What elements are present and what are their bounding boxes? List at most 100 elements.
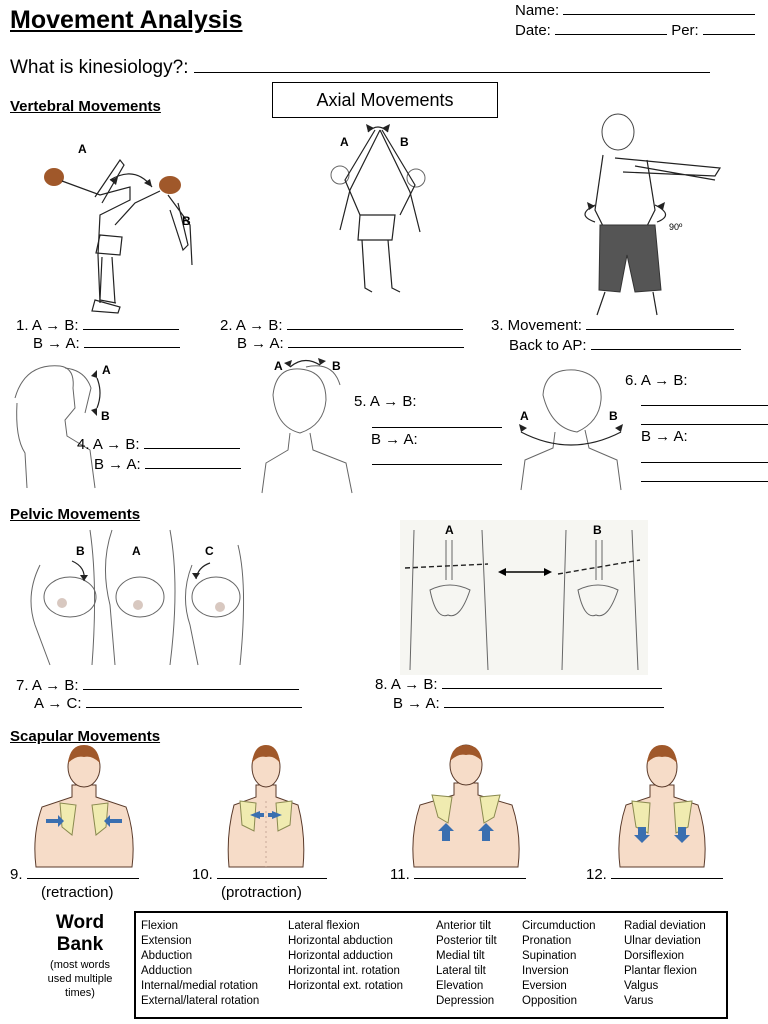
per-label: Per: (671, 22, 699, 39)
name-label: Name: (515, 2, 560, 19)
word-bank-term: Internal/medial rotation (141, 980, 258, 992)
label-90-degrees: 90º (669, 222, 683, 232)
question-5b: B → A: (371, 430, 418, 449)
q8a-answer-line[interactable] (441, 674, 662, 689)
q5b-label: B → A: (371, 431, 418, 448)
question-7b: A → C: (34, 693, 302, 713)
figure-neck-lateral-flexion: A B (261, 358, 353, 494)
q10-answer-line[interactable] (217, 864, 328, 879)
question-3b: Back to AP: (509, 335, 741, 355)
q8a-label: 8. A → B: (375, 676, 438, 693)
name-input-line[interactable] (563, 0, 756, 15)
word-bank-box: Flexion Extension Abduction Adduction In… (134, 911, 728, 1019)
q9-answer-line[interactable] (26, 864, 139, 879)
q4a-answer-line[interactable] (143, 434, 240, 449)
figure-pelvic-tilt: B A C (30, 529, 245, 666)
word-bank-term: Posterior tilt (436, 935, 497, 947)
word-bank-term: Medial tilt (436, 950, 485, 962)
word-bank-term: Supination (522, 950, 577, 962)
q7a-answer-line[interactable] (82, 675, 299, 690)
q10-label: 10. (192, 866, 213, 883)
figure-lateral-flexion: A B (330, 124, 426, 293)
word-bank-term: Lateral tilt (436, 965, 486, 977)
q1a-answer-line[interactable] (82, 315, 179, 330)
word-bank-term: Abduction (141, 950, 193, 962)
q7a-label: 7. A → B: (16, 677, 79, 694)
word-bank-heading: Word Bank (most words used multiple time… (38, 912, 122, 1000)
word-bank-term: Anterior tilt (436, 920, 491, 932)
q12-answer-line[interactable] (611, 864, 724, 879)
q8b-answer-line[interactable] (443, 693, 664, 708)
q5a-label: 5. A → B: (354, 393, 417, 410)
word-bank-term: Horizontal ext. rotation (288, 980, 404, 992)
word-bank-term: Depression (436, 995, 495, 1007)
figure-scapular-elevation (412, 744, 520, 868)
word-bank-term: Lateral flexion (288, 920, 360, 932)
per-input-line[interactable] (702, 20, 755, 35)
word-bank-subtitle: (most words used multiple times) (47, 959, 113, 999)
q2b-answer-line[interactable] (287, 333, 464, 348)
word-bank-term: Horizontal adduction (288, 950, 393, 962)
word-bank-term: Varus (624, 995, 654, 1007)
q11-answer-line[interactable] (413, 864, 526, 879)
word-bank-column-2: Lateral flexion Horizontal abduction Hor… (288, 919, 403, 994)
question-9: 9. (10, 864, 139, 884)
question-7a: 7. A → B: (16, 675, 299, 695)
question-2a: 2. A → B: (220, 315, 463, 335)
q6b-answer-line-2[interactable] (641, 481, 768, 482)
word-bank-term: Flexion (141, 920, 179, 932)
word-bank-term: Extension (141, 935, 192, 947)
section-scapular: Scapular Movements (10, 728, 161, 745)
word-bank-term: Eversion (522, 980, 567, 992)
q11-label: 11. (390, 866, 410, 883)
word-bank-term: Opposition (522, 995, 577, 1007)
name-field: Name: (515, 0, 756, 19)
label-b: B (609, 409, 618, 423)
q6a-answer-line-2[interactable] (641, 424, 768, 425)
q5b-answer-line[interactable] (372, 464, 502, 465)
word-bank-term: Pronation (522, 935, 572, 947)
word-bank-term: Horizontal int. rotation (288, 965, 400, 977)
question-5a: 5. A → B: (354, 392, 417, 411)
q2a-answer-line[interactable] (286, 315, 463, 330)
q6a-answer-line-1[interactable] (641, 405, 768, 406)
figure-scapular-protraction (227, 745, 305, 868)
q5a-answer-line[interactable] (372, 427, 502, 428)
question-1a: 1. A → B: (16, 315, 179, 335)
question-12: 12. (586, 864, 724, 884)
page-title: Movement Analysis (10, 6, 243, 34)
figure-trunk-rotation: 90º (584, 113, 722, 316)
q3b-answer-line[interactable] (590, 335, 741, 350)
question-8a: 8. A → B: (375, 674, 662, 694)
date-input-line[interactable] (555, 20, 668, 35)
q3a-answer-line[interactable] (586, 315, 735, 330)
word-bank-column-4: Circumduction Pronation Supination Inver… (522, 919, 596, 1009)
word-bank-column-5: Radial deviation Ulnar deviation Dorsifl… (624, 919, 706, 1009)
label-a: A (132, 544, 141, 558)
q6b-answer-line-1[interactable] (641, 462, 768, 463)
question-11: 11. (390, 864, 526, 884)
figure-scapular-retraction (34, 745, 134, 868)
q2b-label: B → A: (237, 335, 284, 352)
question-2b: B → A: (237, 333, 464, 353)
word-bank-term: Plantar flexion (624, 965, 697, 977)
section-pelvic: Pelvic Movements (10, 506, 141, 523)
q1b-answer-line[interactable] (83, 333, 180, 348)
kinesiology-label: What is kinesiology?: (10, 57, 189, 78)
word-bank-term: Ulnar deviation (624, 935, 701, 947)
q4b-answer-line[interactable] (144, 454, 241, 469)
question-10: 10. (192, 864, 328, 884)
question-4b: B → A: (94, 454, 241, 474)
q7b-answer-line[interactable] (85, 693, 302, 708)
q4b-label: B → A: (94, 456, 141, 473)
q9-hint: (retraction) (41, 884, 114, 901)
label-b: B (400, 135, 409, 149)
label-c: C (205, 544, 214, 558)
label-b: B (332, 359, 341, 373)
label-b: B (182, 214, 191, 228)
date-per-field: Date: Per: (515, 20, 755, 39)
kinesiology-answer-line[interactable] (193, 55, 710, 73)
q3b-label: Back to AP: (509, 337, 587, 354)
word-bank-term: Radial deviation (624, 920, 706, 932)
q1b-label: B → A: (33, 335, 80, 352)
